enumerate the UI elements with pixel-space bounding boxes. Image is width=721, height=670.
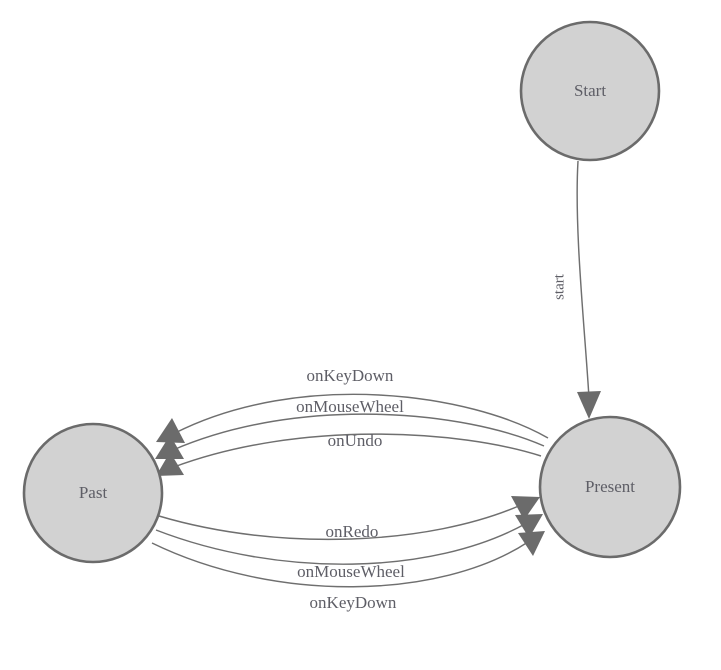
node-present-label: Present	[585, 477, 635, 496]
edge-label-present-past-undo: onUndo	[328, 431, 383, 450]
edge-label-present-past-mousewheel: onMouseWheel	[296, 397, 404, 416]
arrowhead-start-present	[577, 391, 601, 419]
edge-path-start-present	[576, 160, 590, 399]
arrowhead-present-past-undo	[156, 452, 184, 476]
edge-path-past-present-wheel	[155, 523, 526, 565]
edge-start-to-present[interactable]	[576, 160, 601, 419]
edge-path-present-past-wheel	[172, 413, 545, 451]
edge-path-present-past-keydown	[174, 393, 549, 439]
node-past[interactable]: Past	[22, 422, 164, 564]
edge-past-to-present-onmousewheel[interactable]	[155, 514, 543, 565]
node-present[interactable]: Present	[538, 415, 682, 559]
node-start-label: Start	[574, 81, 606, 100]
edge-past-to-present-onkeydown[interactable]	[151, 531, 545, 588]
edge-label-past-present-keydown: onKeyDown	[310, 593, 397, 612]
node-past-label: Past	[79, 483, 108, 502]
arrowhead-present-past-keydown	[156, 418, 185, 443]
edge-present-to-past-onundo[interactable]	[156, 433, 542, 476]
node-start-circle[interactable]	[519, 20, 661, 162]
edge-path-past-present-redo	[158, 504, 522, 541]
node-start[interactable]: Start	[519, 20, 661, 162]
arrowhead-present-past-wheel	[155, 435, 184, 459]
node-past-circle[interactable]	[22, 422, 164, 564]
edge-path-present-past-undo	[173, 433, 542, 468]
arrowhead-past-present-redo	[511, 496, 540, 520]
edge-present-to-past-onkeydown[interactable]	[156, 393, 549, 443]
edge-past-to-present-onredo[interactable]	[158, 496, 540, 541]
edge-label-past-present-redo: onRedo	[326, 522, 379, 541]
edge-label-past-present-mousewheel: onMouseWheel	[297, 562, 405, 581]
edge-path-past-present-keydown	[151, 541, 529, 588]
edge-label-start: start	[551, 273, 567, 300]
arrowhead-past-present-wheel	[515, 514, 543, 538]
arrowhead-past-present-keydown	[518, 531, 545, 556]
edge-label-present-past-keydown: onKeyDown	[307, 366, 394, 385]
node-present-circle[interactable]	[538, 415, 682, 559]
edge-present-to-past-onmousewheel[interactable]	[155, 413, 545, 459]
